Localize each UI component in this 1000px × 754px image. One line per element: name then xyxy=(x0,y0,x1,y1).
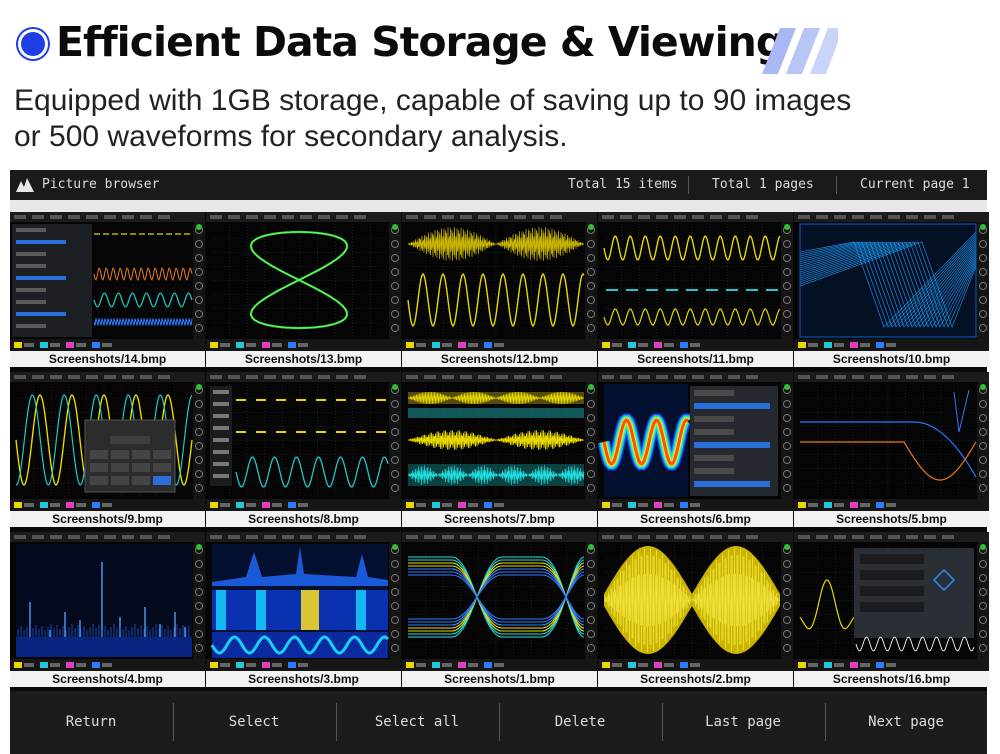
mountain-logo-icon xyxy=(16,178,34,192)
thumbnail-filename: Screenshots/2.bmp xyxy=(598,671,793,687)
thumbnail-filename: Screenshots/1.bmp xyxy=(402,671,597,687)
diagonal-stripes-icon xyxy=(762,28,838,74)
separator-strip xyxy=(10,200,987,212)
last-page-button[interactable]: Last page xyxy=(705,714,781,730)
divider xyxy=(662,703,663,741)
thumbnail-filename: Screenshots/10.bmp xyxy=(794,351,989,367)
page-description: Equipped with 1GB storage, capable of sa… xyxy=(14,83,851,155)
waveform-screenshot-thumbnail[interactable] xyxy=(402,372,597,511)
thumbnail-filename: Screenshots/16.bmp xyxy=(794,671,989,687)
thumbnail-filename: Screenshots/11.bmp xyxy=(598,351,793,367)
thumbnail-filename: Screenshots/9.bmp xyxy=(10,511,205,527)
thumbnail-filename: Screenshots/6.bmp xyxy=(598,511,793,527)
select-all-button[interactable]: Select all xyxy=(374,714,460,730)
select-button[interactable]: Select xyxy=(228,714,280,730)
thumbnail-filename: Screenshots/8.bmp xyxy=(206,511,401,527)
thumbnail-filename: Screenshots/5.bmp xyxy=(794,511,989,527)
divider xyxy=(688,176,689,194)
app-title: Picture browser xyxy=(42,177,160,192)
waveform-screenshot-thumbnail[interactable] xyxy=(598,372,793,511)
browser-title-bar: Picture browser Total 15 items Total 1 p… xyxy=(10,170,987,200)
thumbnail-filename: Screenshots/4.bmp xyxy=(10,671,205,687)
thumbnail-filename: Screenshots/12.bmp xyxy=(402,351,597,367)
circle-bullet-icon xyxy=(21,32,45,56)
divider xyxy=(836,176,837,194)
waveform-screenshot-thumbnail[interactable] xyxy=(794,532,989,671)
total-items-label: Total 15 items xyxy=(568,177,678,192)
thumbnail-filename: Screenshots/13.bmp xyxy=(206,351,401,367)
waveform-screenshot-thumbnail[interactable] xyxy=(206,372,401,511)
waveform-screenshot-thumbnail[interactable] xyxy=(10,372,205,511)
waveform-screenshot-thumbnail[interactable] xyxy=(206,212,401,351)
current-page-label: Current page 1 xyxy=(860,177,970,192)
page-title: Efficient Data Storage & Viewing xyxy=(56,18,785,66)
waveform-screenshot-thumbnail[interactable] xyxy=(794,212,989,351)
total-pages-label: Total 1 pages xyxy=(712,177,814,192)
waveform-screenshot-thumbnail[interactable] xyxy=(10,212,205,351)
next-page-button[interactable]: Next page xyxy=(868,714,944,730)
return-button[interactable]: Return xyxy=(65,714,117,730)
divider xyxy=(336,703,337,741)
waveform-screenshot-thumbnail[interactable] xyxy=(206,532,401,671)
divider xyxy=(825,703,826,741)
thumbnail-filename: Screenshots/14.bmp xyxy=(10,351,205,367)
thumbnail-filename: Screenshots/7.bmp xyxy=(402,511,597,527)
waveform-screenshot-thumbnail[interactable] xyxy=(402,212,597,351)
divider xyxy=(499,703,500,741)
waveform-screenshot-thumbnail[interactable] xyxy=(402,532,597,671)
delete-button[interactable]: Delete xyxy=(554,714,606,730)
waveform-screenshot-thumbnail[interactable] xyxy=(10,532,205,671)
waveform-screenshot-thumbnail[interactable] xyxy=(598,532,793,671)
waveform-screenshot-thumbnail[interactable] xyxy=(794,372,989,511)
picture-browser-screen: Picture browser Total 15 items Total 1 p… xyxy=(10,170,989,754)
divider xyxy=(173,703,174,741)
bottom-button-bar: Return Select Select all Delete Last pag… xyxy=(10,691,987,754)
page-header: Efficient Data Storage & Viewing Equippe… xyxy=(0,0,1000,165)
description-line-2: or 500 waveforms for secondary analysis. xyxy=(14,120,568,153)
description-line-1: Equipped with 1GB storage, capable of sa… xyxy=(14,84,852,117)
thumbnail-filename: Screenshots/3.bmp xyxy=(206,671,401,687)
waveform-screenshot-thumbnail[interactable] xyxy=(598,212,793,351)
